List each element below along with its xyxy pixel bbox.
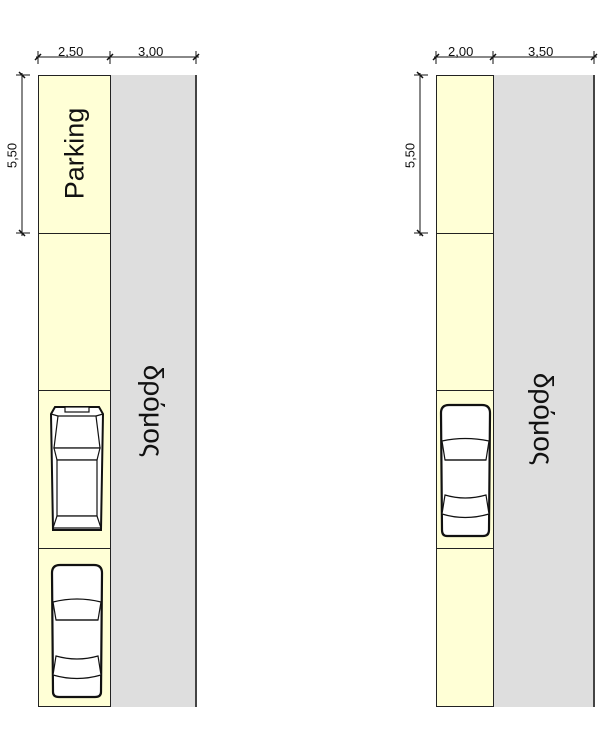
left-parking-bay-1 (38, 75, 111, 234)
left-parking-bay-2 (38, 233, 111, 391)
right-bay-width-dim: 2,00 (448, 44, 474, 59)
car-icon (439, 403, 492, 538)
dimension-lines (16, 51, 598, 237)
car-icon (50, 563, 104, 699)
right-road-width-dim: 3,50 (528, 44, 554, 59)
right-parking-bay-2 (436, 233, 494, 391)
left-road-width-dim: 3,00 (138, 44, 164, 59)
left-bay-width-dim: 2,50 (58, 44, 84, 59)
left-road-lane (110, 75, 197, 707)
car-icon (49, 406, 105, 531)
right-parking-bay-1 (436, 75, 494, 234)
right-road-lane (493, 75, 595, 707)
right-parking-bay-4 (436, 548, 494, 707)
